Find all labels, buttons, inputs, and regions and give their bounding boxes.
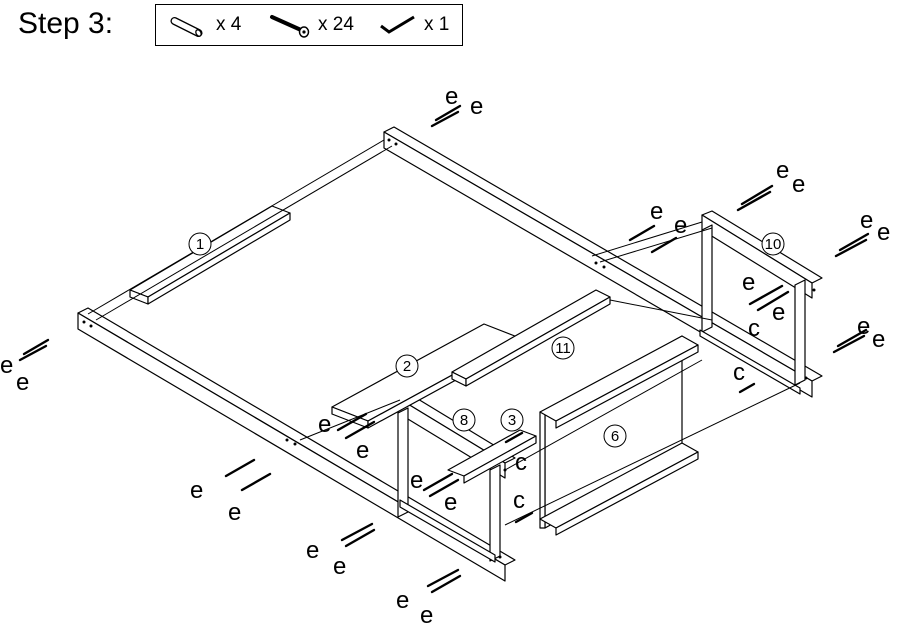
part-3-label: 3 — [508, 412, 516, 429]
fastener-e-label: e — [0, 352, 13, 379]
fastener-e-label: e — [16, 369, 29, 396]
part-6-marker — [603, 424, 627, 448]
fastener-e-label: e — [396, 587, 409, 614]
part-6-label: 6 — [611, 428, 619, 445]
hardware-legend: x 4 x 24 x 1 — [155, 4, 463, 46]
step-title: Step 3: — [18, 7, 114, 40]
fastener-e-label: e — [228, 499, 241, 526]
fastener-c-label: c — [733, 359, 745, 386]
part-8-marker — [452, 408, 476, 432]
fastener-c-label: c — [748, 315, 760, 342]
fastener-e-label: e — [410, 467, 423, 494]
fastener-e-label: e — [776, 157, 789, 184]
part-8-label: 8 — [460, 412, 468, 429]
fastener-e-label: e — [792, 171, 805, 198]
part-1-marker — [188, 232, 212, 256]
fastener-e-label: e — [860, 207, 873, 234]
fastener-e-label: e — [650, 198, 663, 225]
allen-key-qty: x 1 — [424, 14, 450, 35]
shelf-panel-1 — [129, 205, 291, 305]
part-11-marker — [551, 336, 575, 360]
part-10-label: 10 — [765, 236, 782, 253]
dowel-icon — [170, 17, 203, 37]
fastener-e-label: e — [420, 602, 433, 629]
shelf-panel-3 — [447, 429, 537, 484]
dowel-holes — [82, 138, 816, 559]
part-3-marker — [500, 408, 524, 432]
legend-item-allen-key: x 1 — [378, 5, 449, 45]
fastener-e-label: e — [872, 326, 885, 353]
part-2-label: 2 — [403, 358, 411, 375]
fastener-e-label: e — [444, 489, 457, 516]
allen-key-icon — [380, 15, 415, 34]
legend-item-bolt: x 24 — [268, 5, 354, 45]
bolt-qty: x 24 — [318, 14, 354, 35]
fastener-c-label: c — [513, 487, 525, 514]
fastener-e-label: e — [470, 93, 483, 120]
fastener-e-label: e — [772, 299, 785, 326]
guide-lines — [87, 139, 801, 526]
part-2-marker — [395, 354, 419, 378]
fastener-e-label: e — [306, 537, 319, 564]
fastener-e-label: e — [445, 83, 458, 110]
fastener-e-label: e — [742, 269, 755, 296]
bolts — [18, 104, 870, 594]
part-1-label: 1 — [196, 236, 204, 253]
fastener-e-label: e — [190, 477, 203, 504]
part-10-marker — [761, 232, 785, 256]
dowel-qty: x 4 — [216, 14, 242, 35]
fastener-e-label: e — [356, 437, 369, 464]
fastener-e-label: e — [333, 553, 346, 580]
legend-item-dowel: x 4 — [170, 5, 241, 45]
fastener-e-label: e — [857, 313, 870, 340]
fastener-e-label: e — [674, 212, 687, 239]
part-number-circles — [188, 232, 785, 448]
cabinet-panel-6 — [539, 335, 699, 536]
bolt-icon — [270, 15, 310, 38]
fastener-e-label: e — [318, 411, 331, 438]
shelf-panel-11 — [451, 289, 611, 387]
fastener-c-label: c — [515, 449, 527, 476]
end-frame-back — [699, 210, 823, 395]
part-11-label: 11 — [555, 340, 571, 357]
fastener-e-label: e — [877, 219, 890, 246]
